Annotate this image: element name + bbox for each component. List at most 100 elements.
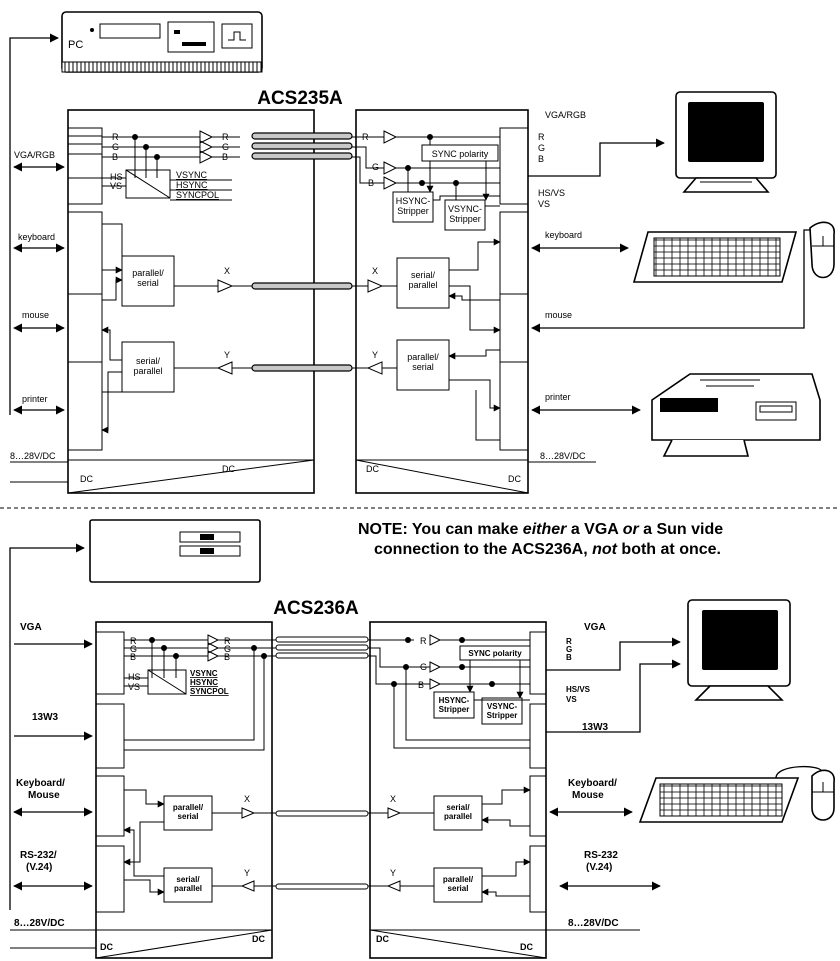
signal-g: G (372, 162, 379, 172)
right-keyboard-label: keyboard (545, 230, 582, 240)
dc-label: DC (376, 934, 389, 944)
hsync-output-label: HSYNC (176, 180, 208, 190)
dc-label: DC (366, 464, 379, 474)
rgb-cable (251, 132, 353, 140)
pin-vs: VS (566, 695, 577, 704)
sync-detector-block (147, 669, 187, 695)
signal-g: G (420, 662, 427, 672)
left-rs232-label: (V.24) (26, 862, 52, 873)
dc-label: DC (252, 934, 265, 944)
vsync-stripper-label: VSYNC-Stripper (487, 702, 518, 720)
right-13w3-label: 13W3 (582, 722, 609, 733)
syncpol-output-label: SYNCPOL (190, 687, 229, 696)
left-13w3-label: 13W3 (32, 712, 59, 723)
serial-parallel-label: serial/parallel (133, 356, 162, 376)
printer-icon (651, 373, 821, 457)
pin-b: B (538, 154, 544, 164)
rgb-cable (275, 636, 369, 643)
pin-r: R (566, 637, 572, 646)
right-rs232-label: RS-232 (584, 850, 618, 861)
signal-y: Y (390, 868, 396, 878)
signal-x: X (372, 266, 378, 276)
signal-r: R (130, 636, 137, 646)
x-cable (275, 810, 369, 817)
signal-b: B (130, 652, 136, 662)
parallel-serial-label: parallel/serial (407, 352, 439, 372)
vsync-output-label: VSYNC (176, 170, 208, 180)
vsync-output-label: VSYNC (190, 669, 218, 678)
hsync-stripper-label: HSYNC-Stripper (396, 196, 431, 216)
acs236a-left-unit (95, 621, 273, 959)
x-cable (251, 282, 353, 290)
workstation-icon (89, 519, 261, 583)
dc-label: DC (520, 942, 533, 952)
rgb-cable (275, 644, 369, 651)
hsync-stripper-label: HSYNC-Stripper (439, 696, 470, 714)
hsync-stripper-block (433, 691, 475, 719)
serial-parallel-label: serial/parallel (408, 270, 437, 290)
y-cable (275, 883, 369, 890)
sync-polarity-label: SYNC polarity (432, 149, 489, 159)
signal-y: Y (372, 350, 378, 360)
right-keyboard-mouse-label: Mouse (572, 790, 604, 801)
vsync-stripper-block (481, 697, 523, 725)
left-mouse-label: mouse (22, 310, 49, 320)
signal-x: X (224, 266, 230, 276)
signal-hs: HS (128, 672, 141, 682)
dc-label: DC (100, 942, 113, 952)
pc-label: PC (68, 39, 83, 51)
left-vga-label: VGA/RGB (14, 150, 55, 160)
right-keyboard-mouse-label: Keyboard/ (568, 778, 617, 789)
keyboard-icon (638, 765, 823, 823)
pc-icon (61, 11, 263, 73)
acs236a-section: NOTE: You can make either a VGA or a Sun… (9, 519, 835, 959)
acs235a-section: ACS235A PC (9, 11, 835, 494)
pin-hsvs: HS/VS (566, 685, 591, 694)
acs236a-title: ACS236A (273, 598, 359, 619)
serial-parallel-block (396, 257, 450, 309)
dc-label: DC (508, 474, 521, 484)
serial-parallel-label: serial/parallel (174, 875, 202, 893)
hsync-stripper-block (392, 191, 434, 223)
vsync-stripper-label: VSYNC-Stripper (448, 204, 482, 224)
signal-r: R (224, 636, 231, 646)
right-printer-label: printer (545, 392, 571, 402)
y-cable (251, 364, 353, 372)
acs235a-left-unit (67, 109, 315, 494)
signal-y: Y (224, 350, 230, 360)
rgb-cable (251, 142, 353, 150)
signal-r: R (420, 636, 427, 646)
pin-g: G (566, 645, 572, 654)
signal-hs: HS (110, 172, 123, 182)
sync-polarity-block (459, 645, 531, 661)
left-printer-label: printer (22, 394, 48, 404)
serial-parallel-label: serial/parallel (444, 803, 472, 821)
parallel-serial-label: parallel/serial (173, 803, 204, 821)
parallel-serial-block (433, 867, 483, 903)
left-rs232-label: RS-232/ (20, 850, 57, 861)
mouse-icon (809, 221, 835, 279)
note-line-2: connection to the ACS236A, not both at o… (374, 541, 721, 558)
monitor-icon (687, 599, 791, 701)
right-power-label: 8…28V/DC (540, 451, 586, 461)
signal-g: G (224, 644, 231, 654)
vsync-stripper-block (444, 199, 486, 231)
signal-x: X (390, 794, 396, 804)
signal-b: B (418, 680, 424, 690)
serial-parallel-block (163, 867, 213, 903)
monitor-icon (675, 91, 777, 193)
signal-b: B (224, 652, 230, 662)
right-vga-label: VGA/RGB (545, 110, 586, 120)
left-keyboard-mouse-label: Mouse (28, 790, 60, 801)
sync-detector-block (125, 169, 171, 199)
signal-vs: VS (128, 682, 140, 692)
right-mouse-label: mouse (545, 310, 572, 320)
mouse-icon (811, 769, 835, 821)
right-rs232-label: (V.24) (586, 862, 612, 873)
hsync-output-label: HSYNC (190, 678, 218, 687)
pin-vs: VS (538, 199, 550, 209)
pin-r: R (538, 132, 545, 142)
left-power-label: 8…28V/DC (14, 918, 65, 929)
signal-y: Y (244, 868, 250, 878)
left-vga-label: VGA (20, 622, 42, 633)
